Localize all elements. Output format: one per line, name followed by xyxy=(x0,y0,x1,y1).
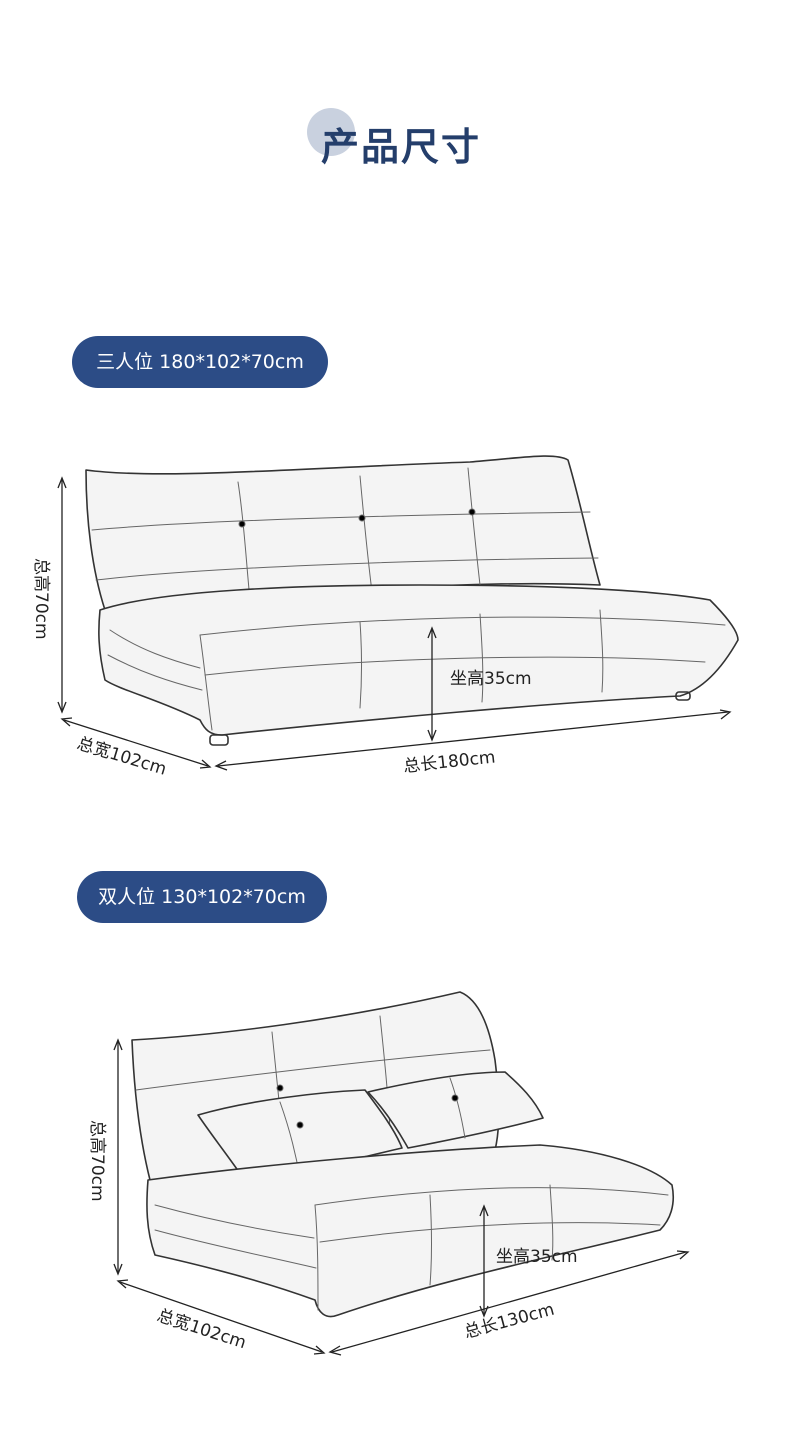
total-height-label: 总高70cm xyxy=(87,1120,107,1202)
page-title: 产品尺寸 xyxy=(320,125,481,169)
seat-height-label: 坐高35cm xyxy=(450,669,532,689)
total-height-label: 总高70cm xyxy=(31,558,51,640)
total-length-label: 总长180cm xyxy=(402,747,496,777)
size-badge-three-seat: 三人位 180*102*70cm xyxy=(72,336,328,388)
total-depth-label: 总宽102cm xyxy=(154,1306,248,1354)
three-seat-sofa-sketch xyxy=(85,455,739,746)
dimension-lines xyxy=(57,476,732,771)
title-decoration-circle xyxy=(307,108,355,156)
two-seat-sofa-sketch xyxy=(131,991,675,1318)
total-depth-label: 总宽102cm xyxy=(75,734,169,780)
seat-height-label: 坐高35cm xyxy=(496,1247,578,1267)
three-seat-sofa-diagram: 总高70cm 坐高35cm 总宽102cm 总长180cm xyxy=(31,455,739,780)
title-block: 产品尺寸 xyxy=(0,100,790,180)
two-seat-sofa-diagram: 总高70cm 坐高35cm 总宽102cm 总长130cm xyxy=(87,991,690,1356)
size-badge-two-seat: 双人位 130*102*70cm xyxy=(77,871,327,923)
total-length-label: 总长130cm xyxy=(462,1300,556,1343)
dimension-lines xyxy=(113,1038,690,1356)
